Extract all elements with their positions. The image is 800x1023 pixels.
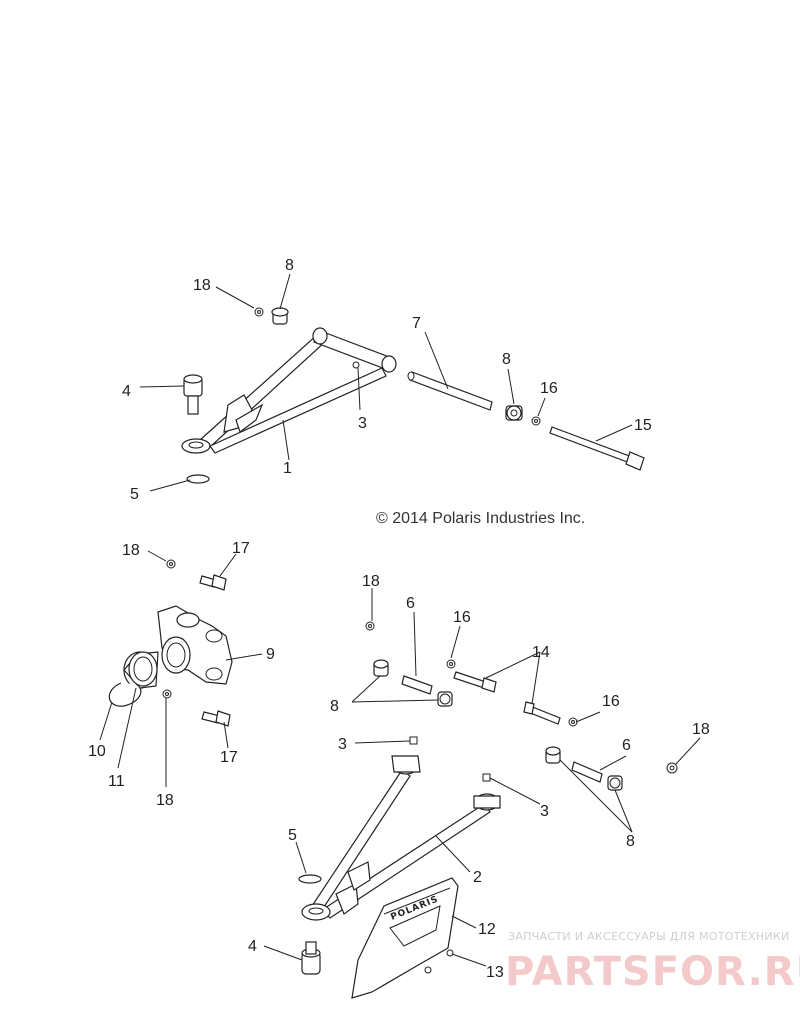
part-16-washer-lower bbox=[568, 717, 578, 727]
part-6-spacer-right bbox=[571, 761, 603, 783]
part-4-ball-joint-upper bbox=[183, 374, 203, 415]
callout-4-a: 4 bbox=[122, 383, 131, 400]
callout-18-a: 18 bbox=[193, 277, 211, 294]
callout-11: 11 bbox=[108, 773, 125, 790]
part-15-long-bolt bbox=[549, 426, 645, 471]
part-3-grease-fitting-right bbox=[482, 773, 491, 782]
part-17-bolt-lower bbox=[201, 710, 231, 727]
part-13-screws bbox=[424, 949, 454, 974]
callout-2: 2 bbox=[473, 869, 482, 886]
part-8-upper-right-bushing bbox=[505, 405, 523, 421]
part-8-bushing-right-b bbox=[607, 775, 623, 791]
part-8-upper-bushing bbox=[271, 307, 289, 325]
callout-18-d: 18 bbox=[692, 721, 710, 738]
callout-6-a: 6 bbox=[406, 595, 415, 612]
callout-18-c: 18 bbox=[362, 573, 380, 590]
part-10-retaining-ring bbox=[108, 682, 142, 707]
part-16-washer-mid bbox=[446, 659, 456, 669]
part-4-ball-joint-lower bbox=[301, 941, 321, 975]
callout-13: 13 bbox=[486, 964, 504, 981]
callout-8-c: 8 bbox=[330, 698, 339, 715]
callout-8-b: 8 bbox=[502, 351, 511, 368]
callout-8-d: 8 bbox=[626, 833, 635, 850]
part-8-bushing-left-b bbox=[437, 691, 453, 707]
callout-numbers: 18 8 4 3 1 5 7 8 16 15 © 2014 Polaris In… bbox=[88, 257, 710, 981]
part-18-upper bbox=[254, 307, 264, 317]
callout-18-e: 18 bbox=[156, 792, 174, 809]
callout-12: 12 bbox=[478, 921, 496, 938]
watermark-brand: PARTSFOR.RU bbox=[505, 949, 800, 995]
callout-8-a: 8 bbox=[285, 257, 294, 274]
callout-7: 7 bbox=[412, 315, 421, 332]
callout-4-b: 4 bbox=[248, 938, 257, 955]
callout-16-a: 16 bbox=[540, 380, 558, 397]
part-11-wheel-bearing bbox=[123, 651, 159, 689]
part-14-bolt-lower bbox=[523, 701, 561, 725]
callout-5-a: 5 bbox=[130, 486, 139, 503]
part-7-pivot-tube bbox=[407, 371, 493, 411]
callout-10: 10 bbox=[88, 743, 106, 760]
callout-3-b: 3 bbox=[338, 736, 347, 753]
part-12-skid-guard: POLARIS bbox=[351, 877, 459, 999]
part-18-lower-right bbox=[666, 762, 678, 774]
part-18-knuckle-lower bbox=[162, 689, 172, 699]
upper-a-arm bbox=[181, 327, 397, 454]
callout-6-b: 6 bbox=[622, 737, 631, 754]
part-17-bolt-top bbox=[199, 574, 227, 591]
part-8-bushing-right-a bbox=[545, 746, 561, 764]
part-16-washer-upper bbox=[531, 416, 541, 426]
callout-18-b: 18 bbox=[122, 542, 140, 559]
part-9-steering-knuckle bbox=[157, 605, 233, 685]
callout-16-b: 16 bbox=[453, 609, 471, 626]
callout-15: 15 bbox=[634, 417, 652, 434]
part-18-knuckle-top bbox=[166, 559, 176, 569]
part-8-bushing-left-a bbox=[373, 659, 389, 677]
callout-14: 14 bbox=[532, 644, 550, 661]
callout-16-c: 16 bbox=[602, 693, 620, 710]
part-3-grease-fitting-top bbox=[409, 736, 418, 745]
watermark: ЗАПЧАСТИ И АКСЕССУАРЫ ДЛЯ МОТОТЕХНИКИ PA… bbox=[505, 930, 800, 995]
copyright-notice: © 2014 Polaris Industries Inc. bbox=[376, 510, 585, 527]
watermark-tagline: ЗАПЧАСТИ И АКСЕССУАРЫ ДЛЯ МОТОТЕХНИКИ bbox=[508, 930, 790, 943]
callout-17-a: 17 bbox=[232, 540, 250, 557]
part-5-circlip-upper bbox=[186, 474, 210, 484]
callout-17-b: 17 bbox=[220, 749, 238, 766]
callout-1: 1 bbox=[283, 460, 292, 477]
part-14-bolt-upper bbox=[453, 671, 497, 693]
leader-lines bbox=[99, 273, 701, 967]
callout-3-a: 3 bbox=[358, 415, 367, 432]
part-5-circlip-lower bbox=[298, 874, 322, 884]
lower-a-arm bbox=[301, 755, 501, 921]
part-6-spacer-left bbox=[401, 675, 433, 695]
part-18-lower-top bbox=[365, 621, 375, 631]
callout-9: 9 bbox=[266, 646, 275, 663]
callout-3-c: 3 bbox=[540, 803, 549, 820]
callout-5-b: 5 bbox=[288, 827, 297, 844]
